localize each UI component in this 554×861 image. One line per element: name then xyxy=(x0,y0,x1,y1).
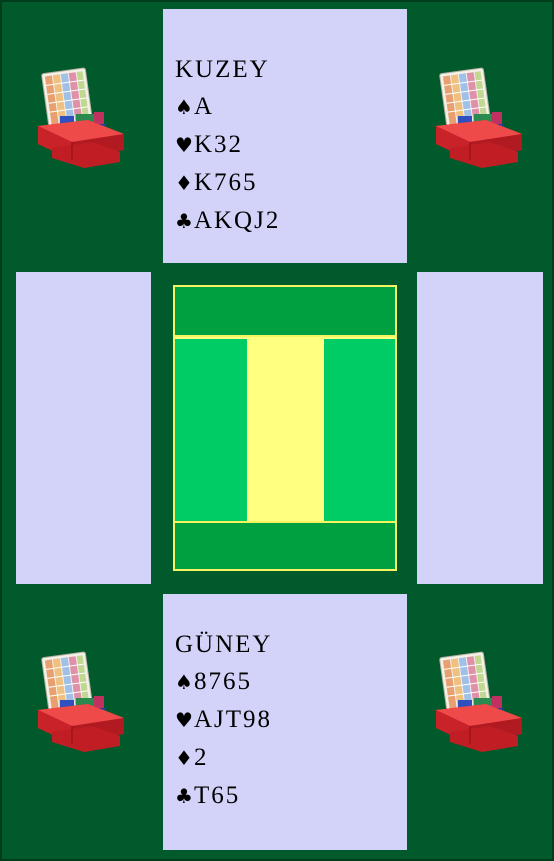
center-slot xyxy=(247,339,324,521)
north-label: KUZEY xyxy=(175,51,407,88)
south-clubs-cards: T65 xyxy=(194,782,240,809)
south-spades-cards: 8765 xyxy=(194,668,252,695)
north-hearts: ♥K32 xyxy=(175,126,407,164)
west-card-slot xyxy=(175,339,247,521)
south-spades: ♠8765 xyxy=(175,663,407,701)
south-hearts-cards: AJT98 xyxy=(194,706,272,733)
north-card-slot xyxy=(175,287,395,337)
north-hearts-cards: K32 xyxy=(194,131,243,158)
bidding-box-icon[interactable] xyxy=(430,648,526,752)
north-spades-cards: A xyxy=(194,93,214,120)
bidding-box-icon[interactable] xyxy=(32,64,128,168)
trick-area xyxy=(173,285,397,571)
south-hearts: ♥AJT98 xyxy=(175,701,407,739)
east-hand-panel xyxy=(417,272,543,584)
south-hand: GÜNEY ♠8765 ♥AJT98 ♦2 ♣T65 xyxy=(163,594,407,850)
bidding-box-icon[interactable] xyxy=(430,64,526,168)
spade-icon: ♠ xyxy=(175,89,193,126)
north-hand: KUZEY ♠A ♥K32 ♦K765 ♣AKQJ2 xyxy=(163,9,407,263)
spade-icon: ♠ xyxy=(175,664,193,701)
south-clubs: ♣T65 xyxy=(175,777,407,815)
south-diamonds-cards: 2 xyxy=(194,744,209,771)
heart-icon: ♥ xyxy=(175,702,193,739)
west-hand-panel xyxy=(16,272,151,584)
diamond-icon: ♦ xyxy=(175,740,193,777)
north-spades: ♠A xyxy=(175,88,407,126)
bidding-box-icon[interactable] xyxy=(32,648,128,752)
east-card-slot xyxy=(324,339,395,521)
north-diamonds: ♦K765 xyxy=(175,164,407,202)
diamond-icon: ♦ xyxy=(175,165,193,202)
club-icon: ♣ xyxy=(175,203,193,240)
south-label: GÜNEY xyxy=(175,626,407,663)
north-clubs: ♣AKQJ2 xyxy=(175,202,407,240)
north-diamonds-cards: K765 xyxy=(194,169,258,196)
south-diamonds: ♦2 xyxy=(175,739,407,777)
north-clubs-cards: AKQJ2 xyxy=(194,207,280,234)
heart-icon: ♥ xyxy=(175,127,193,164)
south-card-slot xyxy=(175,521,395,569)
club-icon: ♣ xyxy=(175,778,193,815)
